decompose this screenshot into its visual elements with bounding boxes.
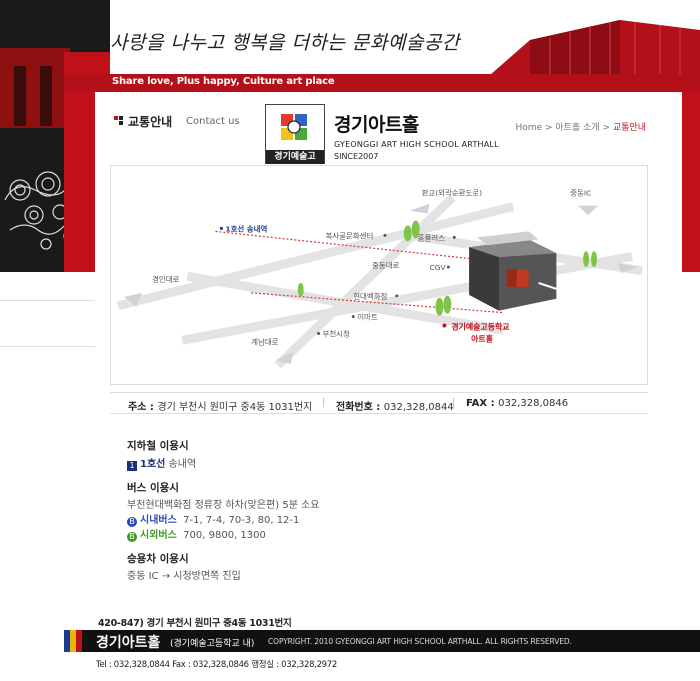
- map-road: [274, 194, 456, 369]
- map-route-line: [215, 230, 495, 262]
- bus-desc: 부천현대백화점 정류장 하차(맞은편) 5분 소요: [127, 500, 320, 511]
- footer-bar: [64, 630, 700, 652]
- map-label-boksagol: 복사골문화센터: [325, 230, 373, 240]
- section-square-icon: [114, 116, 123, 125]
- car-desc: 중동 IC → 시청방면쪽 진입: [127, 571, 241, 582]
- contact-sep: |: [322, 397, 326, 408]
- tagline-text: Share love, Plus happy, Culture art plac…: [112, 76, 335, 87]
- subway-station: 송내역: [165, 459, 197, 470]
- map-label-gyenam: 계남대로: [251, 336, 278, 346]
- city-bus-label: 시내버스: [140, 515, 177, 526]
- map-arrow-icon: [617, 263, 638, 274]
- location-map: 판교(외곽순환도로) 중동IC 1호선 송내역 복사골문화센터 홈플러스 중동대…: [110, 165, 648, 385]
- red-wall-right: [682, 92, 700, 272]
- tagline-bar: Share love, Plus happy, Culture art plac…: [64, 74, 700, 92]
- city-bus-badge: B: [127, 517, 137, 527]
- map-label-homeplus: 홈플러스: [418, 232, 445, 242]
- divider: [0, 300, 95, 301]
- map-label-emart: 이마트: [357, 312, 378, 322]
- section-title: 교통안내: [128, 115, 173, 129]
- hall-since: SINCE2007: [334, 152, 379, 161]
- contact-line: 주소 : 경기 부천시 원미구 중4동 1031번지 | 전화번호 : 032,…: [110, 392, 648, 414]
- fax-value: 032,328,0846: [498, 398, 569, 409]
- contact-sep: |: [452, 397, 456, 408]
- subway-line-badge: 1: [127, 461, 137, 471]
- footer-name-sub: (경기예술고등학교 내): [170, 639, 255, 649]
- fax-label: FAX :: [466, 398, 499, 409]
- footer-name: 경기아트홀: [96, 635, 161, 651]
- footer-address: 420-847) 경기 부천시 원미구 중4동 1031번지: [98, 618, 292, 629]
- addr-label: 주소 :: [128, 402, 158, 413]
- map-label-hyundai: 현대백화점: [353, 291, 387, 301]
- footer-copyright: COPYRIGHT. 2010 GYEONGGI ART HIGH SCHOOL…: [268, 637, 572, 646]
- header-slogan: 사랑을 나누고 행복을 더하는 문화예술공간: [110, 32, 460, 54]
- intercity-bus-routes: 700, 9800, 1300: [183, 530, 266, 541]
- map-route-line: [251, 292, 504, 314]
- map-label-cgv: CGV: [430, 263, 447, 272]
- map-arrow-icon: [409, 203, 430, 214]
- map-label-jungdong-road: 중동대로: [372, 261, 399, 270]
- arthall-building-icon: [469, 231, 557, 311]
- map-arrow-icon: [275, 352, 293, 365]
- hall-title: 경기아트홀: [334, 114, 419, 136]
- map-arrow-icon: [578, 205, 598, 216]
- intercity-bus-badge: B: [127, 532, 137, 542]
- building-roof-graphic: [490, 20, 700, 80]
- footer-flag-stripe: [70, 630, 76, 652]
- map-road: [116, 202, 515, 311]
- addr-value: 경기 부천시 원미구 중4동 1031번지: [157, 402, 313, 413]
- city-bus-routes: 7-1, 7-4, 70-3, 80, 12-1: [183, 515, 300, 526]
- footer-flag-stripe: [64, 630, 70, 652]
- map-arrow-icon: [124, 292, 143, 307]
- breadcrumb-home[interactable]: Home: [515, 123, 543, 133]
- map-label-school: 경기예술고등학교: [451, 322, 510, 332]
- divider: [0, 346, 95, 347]
- car-title: 승용차 이용시: [127, 553, 189, 565]
- breadcrumb: Home > 아트홀 소개 > 교통안내: [516, 120, 647, 133]
- map-label-cityhall: 부천시청: [323, 328, 350, 338]
- school-logo-label: 경기예술고: [266, 150, 324, 164]
- breadcrumb-parent[interactable]: 아트홀 소개: [555, 123, 600, 133]
- school-logo-icon: [281, 114, 307, 140]
- breadcrumb-sep: >: [542, 123, 556, 133]
- footer-tel: Tel : 032,328,0844 Fax : 032,328,0846 행정…: [96, 660, 338, 670]
- intercity-bus-label: 시외버스: [140, 530, 177, 541]
- section-subtitle: Contact us: [186, 116, 240, 127]
- footer-flag-stripe: [76, 630, 82, 652]
- bus-title: 버스 이용시: [127, 482, 179, 494]
- breadcrumb-sep: >: [599, 123, 613, 133]
- map-label-jungdong-ic: 중동IC: [570, 189, 591, 198]
- subway-title: 지하철 이용시: [127, 440, 189, 452]
- tel-label: 전화번호 :: [336, 402, 384, 413]
- breadcrumb-current: 교통안내: [612, 123, 646, 133]
- map-label-gyeongin: 경인대로: [152, 274, 179, 284]
- tel-value: 032,328,0844: [383, 402, 454, 413]
- map-label-line1: 1호선 송내역: [225, 223, 267, 233]
- map-label-arthall: 아트홀: [471, 333, 494, 343]
- subway-line: 1호선: [140, 459, 166, 470]
- map-label-pangyo: 판교(외곽순환도로): [422, 188, 483, 198]
- hall-english-name: GYEONGGI ART HIGH SCHOOL ARTHALL: [334, 140, 499, 149]
